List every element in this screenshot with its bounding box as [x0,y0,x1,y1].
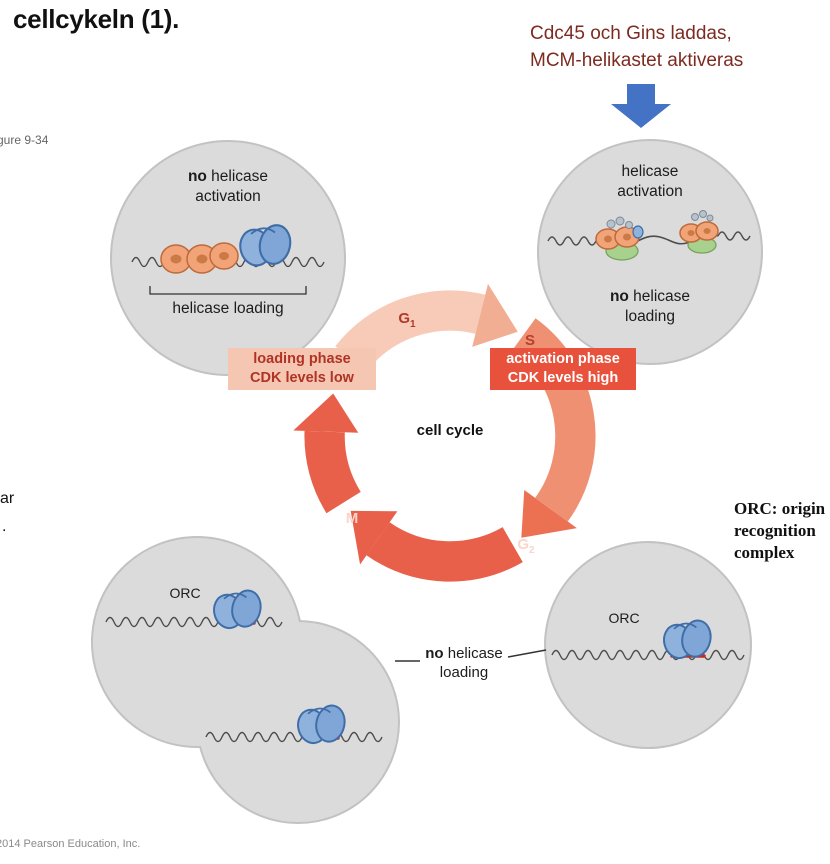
s-arrowhead [521,489,577,538]
bottom-right-cell-contents [551,616,745,663]
cdk-high-line: CDK levels high [507,370,619,386]
activated-helicase-right [679,210,719,254]
m-phase-arrow [304,430,362,514]
g2-arrowhead [350,510,398,565]
helicase-word: helicase [628,288,691,305]
mcm-double-hexamer [160,242,239,274]
no-helicase-activation-label: no helicase activation [188,167,268,207]
top-right-cell-contents [547,210,751,261]
activation-word: activation [617,183,683,200]
phase-label-s: S [525,332,535,349]
helicase-word: helicase [206,168,269,185]
no-helicase-loading-note: no helicase loading [425,644,503,682]
m-arrowhead [293,393,359,433]
helicase-word: helicase [621,163,679,180]
m-letter: M [345,510,359,527]
orc-note-line-2: recognition [734,521,816,540]
loading-phase-box: loading phase CDK levels low [228,348,376,390]
g1-phase-arrow [335,290,486,372]
annotation-line-1: Cdc45 och Gins laddas, [530,23,732,44]
g2-letter: G [517,536,530,553]
orc-definition-note: ORC: origin recognition complex [734,498,825,564]
helicase-activation-label: helicase activation [617,162,682,202]
dna-strand [547,236,597,246]
loading-word: loading [439,664,489,681]
activation-phase-box: activation phase CDK levels high [490,348,636,390]
figure-label: gure 9-34 [0,133,49,147]
dna-strand [717,231,751,241]
g2-phase-arrow [366,521,523,582]
activation-phase-line: activation phase [506,351,620,367]
loading-word: loading [625,308,675,325]
loading-phase-line: loading phase [253,351,351,367]
page-title: cellcykeln (1). [13,4,180,34]
s-letter: S [524,332,536,349]
g1-arrowhead [472,283,518,347]
g1-letter: G [398,310,411,327]
cell-cycle-label: cell cycle [416,422,484,439]
g1-subscript: 1 [410,319,416,330]
dna-strand [551,649,745,661]
dna-strand [205,731,383,743]
orc-label-bottom-left: ORC [169,585,201,601]
cdk-low-line: CDK levels low [250,370,354,386]
blue-down-arrow [611,84,671,128]
cdc45-gins-annotation: Cdc45 och Gins laddas, MCM-helikastet ak… [530,20,743,74]
activated-helicase-left [595,216,644,261]
annotation-line-2: MCM-helikastet aktiveras [530,50,744,71]
cropped-text-fragment-2: . [2,518,7,535]
top-left-cell-contents [131,221,325,295]
bottom-left-dividing-cell [91,536,400,824]
copyright-notice: 2014 Pearson Education, Inc. [0,838,141,850]
no-emphasis: no [425,645,444,662]
no-emphasis: no [187,168,207,185]
helicase-loading-bracket [149,286,307,295]
top-right-cell-circle [537,139,763,365]
activation-word: activation [195,188,261,205]
no-emphasis: no [609,288,629,305]
orc-note-line-1: ORC: origin [734,499,826,518]
orc-label-bottom-right: ORC [608,610,640,626]
phase-label-g1: G1 [398,310,415,330]
orc-note-line-3: complex [734,543,795,562]
cell-circles [91,139,763,824]
bottom-right-cell-circle [544,541,752,749]
g2-subscript: 2 [529,545,535,556]
phase-label-m: M [346,510,359,527]
cropped-text-fragment-1: ar [0,490,15,507]
helicase-loading-caption: helicase loading [172,300,284,317]
no-helicase-loading-label-tr: no helicase loading [610,287,690,327]
bottom-left-cell-contents [105,586,383,748]
phase-label-g2: G2 [517,536,534,556]
helicase-word: helicase [443,645,503,662]
pointer-line-right [507,649,547,658]
